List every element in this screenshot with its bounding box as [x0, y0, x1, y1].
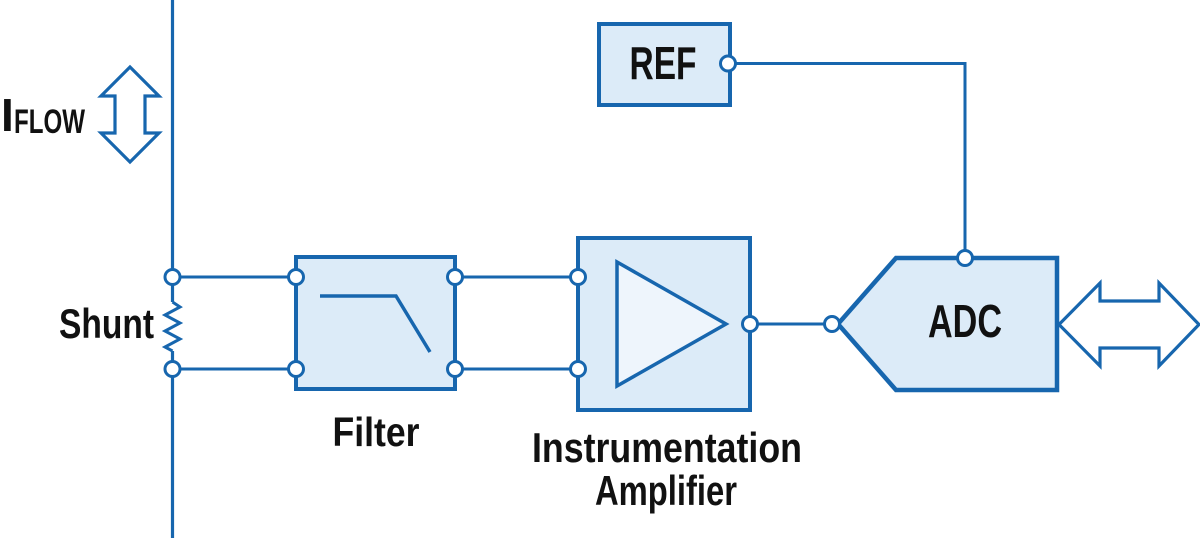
current-flow-subscript-label: FLOW [14, 103, 86, 141]
inamp-input-bottom-node [569, 360, 587, 378]
adc-block [835, 255, 1060, 393]
bidirectional-horizontal-arrow-icon [1056, 279, 1200, 370]
ref-output-node [719, 54, 737, 73]
inamp-input-top-node [569, 268, 587, 286]
current-flow-label: I [1, 89, 14, 141]
filter-label: Filter [333, 409, 420, 455]
filter-output-bottom-node [446, 360, 464, 378]
ref-block [597, 22, 732, 107]
filter-output-top-node [446, 268, 464, 286]
filter-input-top-node [287, 268, 305, 286]
adc-input-node [823, 315, 841, 333]
adc-reference-node [956, 249, 974, 267]
opamp-triangle-icon [615, 258, 730, 390]
adc-label: ADC [928, 295, 1002, 347]
shunt-bottom-node [163, 360, 182, 378]
shunt-top-node [163, 268, 182, 286]
shunt-label: Shunt [59, 300, 154, 347]
filter-input-bottom-node [287, 360, 305, 378]
filter-block [294, 255, 457, 391]
inamp-label-line1: Instrumentation [532, 424, 802, 471]
wire-ref-to-adc [728, 62, 967, 258]
bidirectional-vertical-arrow-icon [97, 64, 163, 165]
inamp-output-node [741, 315, 759, 333]
shunt-resistor-zigzag-icon [161, 300, 184, 353]
lowpass-filter-response-icon [320, 294, 432, 353]
ref-label: REF [630, 37, 697, 89]
inamp-label-line2: Amplifier [595, 467, 737, 514]
